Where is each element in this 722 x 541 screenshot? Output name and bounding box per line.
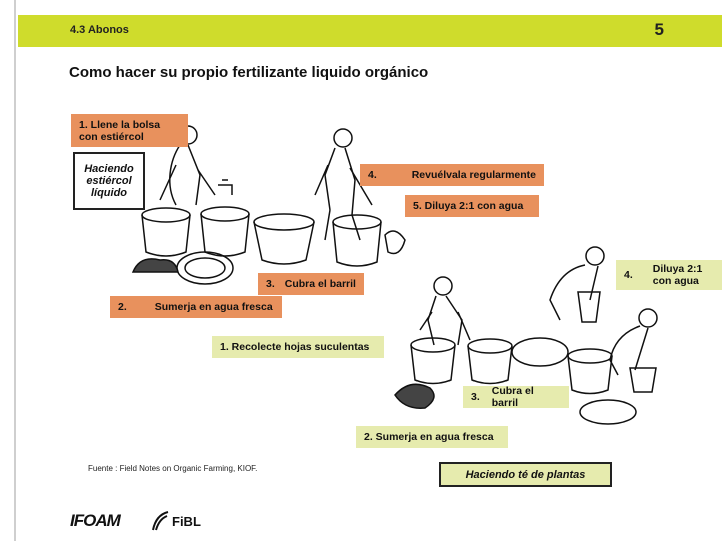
person-figure-1 [159,125,216,206]
person-figure-3 [419,276,471,346]
tea-caption: Haciendo té de plantas [465,468,586,481]
sack [384,230,406,255]
source-citation: Fuente : Field Notes on Organic Farming,… [88,464,258,473]
manure-step2-label: 2. Sumerja en agua fresca [110,296,282,318]
ifoam-logo: IFOAM [70,511,121,530]
bucket-2 [629,367,657,393]
barrel-5 [410,337,456,385]
tea-step1-label: 1. Recolecte hojas suculentas [212,336,384,358]
manure-caption-box: Haciendo estiércol líquido [73,152,145,210]
tea-step4-label: 4. Diluya 2:1 con agua [616,260,722,290]
fibl-logo-text: FiBL [172,513,201,529]
tea-step3-number: 3. [471,391,480,403]
manure-step4-label: 4. Revuélvala regularmente [360,164,544,186]
manure-step4-number: 4. [368,169,377,181]
barrel-1 [141,207,191,257]
manure-step3-number: 3. [266,278,275,290]
manure-step2-number: 2. [118,301,127,313]
tea-step1-text: 1. Recolecte hojas suculentas [220,341,370,353]
person-figure-4 [549,246,605,321]
basin-3 [579,399,637,425]
tea-step2-text: 2. Sumerja en agua fresca [364,431,494,443]
manure-step5-text: 5. Diluya 2:1 con agua [413,200,524,212]
manure-step1-label: 1. Llene la bolsa con estiércol [71,114,188,147]
leaf-pile [394,383,435,409]
tea-step4-number: 4. [624,269,633,281]
page-number: 5 [654,20,664,39]
section-label: 4.3 Abonos [70,24,129,36]
header-bar: 4.3 Abonos 5 [18,15,722,47]
manure-step5-label: 5. Diluya 2:1 con agua [405,195,539,217]
barrel-7 [567,348,613,395]
person-figure-2 [314,128,373,241]
manure-pile-1 [131,258,179,273]
fibl-leaf-icon [152,511,169,531]
basin-2 [511,337,569,367]
bucket-1 [577,291,601,323]
tea-caption-box: Haciendo té de plantas [439,462,612,487]
barrel-6 [467,338,513,385]
left-margin-rule [14,0,16,541]
tea-step3-label: 3. Cubra el barril [463,385,569,409]
manure-step3-text: Cubra el barril [284,278,356,290]
faucet [218,179,233,195]
page-title: Como hacer su propio fertilizante liquid… [69,64,429,81]
basin-1 [176,251,234,285]
barrel-2 [200,206,250,257]
tea-step3-text: Cubra el barril [491,385,534,409]
barrel-3 [253,213,315,265]
tea-step2-label: 2. Sumerja en agua fresca [356,426,508,448]
barrel-4 [332,214,382,267]
manure-step4-text: Revuélvala regularmente [411,169,536,181]
manure-step2-text: Sumerja en agua fresca [154,301,273,313]
fibl-logo: FiBL [150,510,201,532]
tea-step4-text: Diluya 2:1 con agua [652,263,703,287]
manure-step3-label: 3. Cubra el barril [258,273,364,295]
manure-step1-text: 1. Llene la bolsa con estiércol [79,118,161,143]
manure-caption: Haciendo estiércol líquido [84,163,134,199]
person-figure-5 [609,308,658,376]
